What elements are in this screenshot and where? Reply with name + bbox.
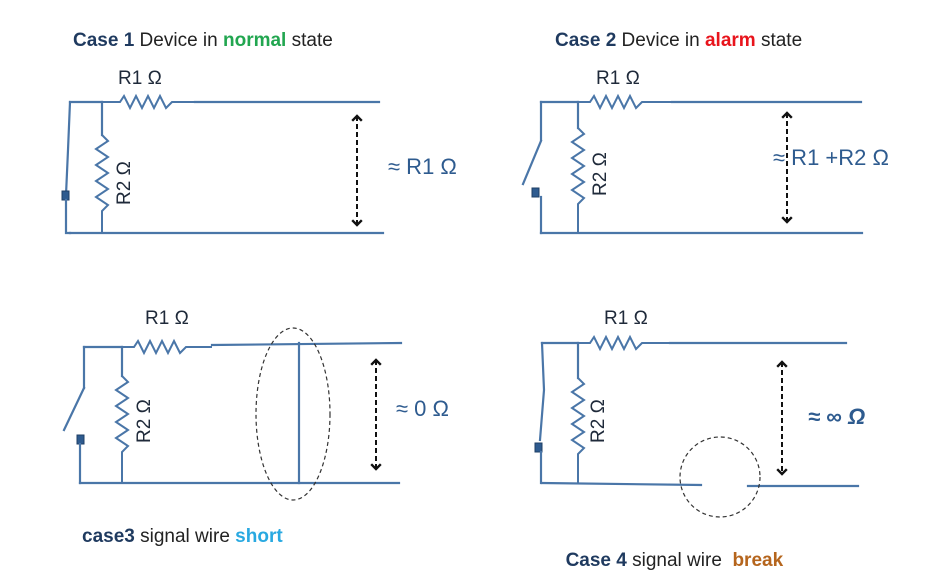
case3-short-highlight <box>255 327 331 501</box>
case1-circuit: R1 Ω R2 Ω ≈ R1 Ω <box>61 68 457 235</box>
case2-circuit: R1 Ω R2 Ω ≈ R1 +R2 Ω <box>521 68 889 235</box>
case4-break-highlight <box>679 436 761 518</box>
case4-title: Case 4 signal wire break <box>555 528 784 572</box>
case3-keyword-short: short <box>235 526 283 547</box>
case2-text-after: state <box>755 30 803 51</box>
case1-switch-closed <box>64 100 72 197</box>
case2-r1-resistor <box>578 93 672 111</box>
case4-r1-label: R1 Ω <box>604 308 648 329</box>
case4-text: signal wire <box>626 550 733 571</box>
case1-label: Case 1 <box>73 30 135 51</box>
case2-switch-open <box>521 139 543 186</box>
case2-title: Case 2 Device in alarm state <box>555 30 802 52</box>
case3-switch-contact <box>76 434 85 445</box>
case1-r2-label: R2 Ω <box>114 161 135 205</box>
case2-switch-contact <box>531 187 540 198</box>
case4-label: Case 4 <box>565 550 627 571</box>
case3-r2-resistor <box>114 375 130 483</box>
case1-switch-contact <box>61 190 70 201</box>
case3-measurement: ≈ 0 Ω <box>396 396 449 421</box>
case3-label: case3 <box>82 526 135 547</box>
case1-text: Device in <box>134 30 223 51</box>
case3-r1-label: R1 Ω <box>145 308 189 329</box>
case4-r2-resistor <box>570 377 586 483</box>
case1-title: Case 1 Device in normal state <box>73 30 333 52</box>
case1-r2-resistor <box>94 134 110 232</box>
case4-r1-resistor <box>578 334 670 352</box>
case2-r2-resistor <box>570 127 586 233</box>
case1-text-after: state <box>286 30 333 51</box>
case2-text: Device in <box>616 30 705 51</box>
case3-r2-label: R2 Ω <box>134 399 155 443</box>
case4-keyword-break: break <box>732 550 784 571</box>
case4-bottom-wire-left <box>540 481 703 487</box>
case1-r1-resistor <box>102 93 195 111</box>
case3-title: case3 signal wire short <box>82 526 283 548</box>
case3-text: signal wire <box>134 526 236 547</box>
case3-top-wire <box>210 341 403 347</box>
case4-measurement: ≈ ∞ Ω <box>808 404 865 429</box>
case1-switch-lower <box>64 198 72 235</box>
case4-switch-contact <box>534 442 543 453</box>
case2-label: Case 2 <box>555 30 617 51</box>
case4-r2-label: R2 Ω <box>588 399 609 443</box>
case4-circuit: R1 Ω R2 Ω ≈ ∞ Ω <box>534 308 865 518</box>
case1-measurement: ≈ R1 Ω <box>388 154 457 179</box>
case3-switch-open <box>62 386 86 432</box>
case1-r1-label: R1 Ω <box>118 68 162 89</box>
case2-measurement: ≈ R1 +R2 Ω <box>773 145 889 170</box>
case3-circuit: R1 Ω R2 Ω ≈ 0 Ω <box>62 308 449 501</box>
case2-keyword-alarm: alarm <box>704 30 756 51</box>
case2-r1-label: R1 Ω <box>596 68 640 89</box>
case3-r1-resistor <box>122 338 212 356</box>
case1-keyword-normal: normal <box>222 30 287 51</box>
case2-r2-label: R2 Ω <box>590 152 611 196</box>
case4-switch-closed <box>538 341 546 442</box>
